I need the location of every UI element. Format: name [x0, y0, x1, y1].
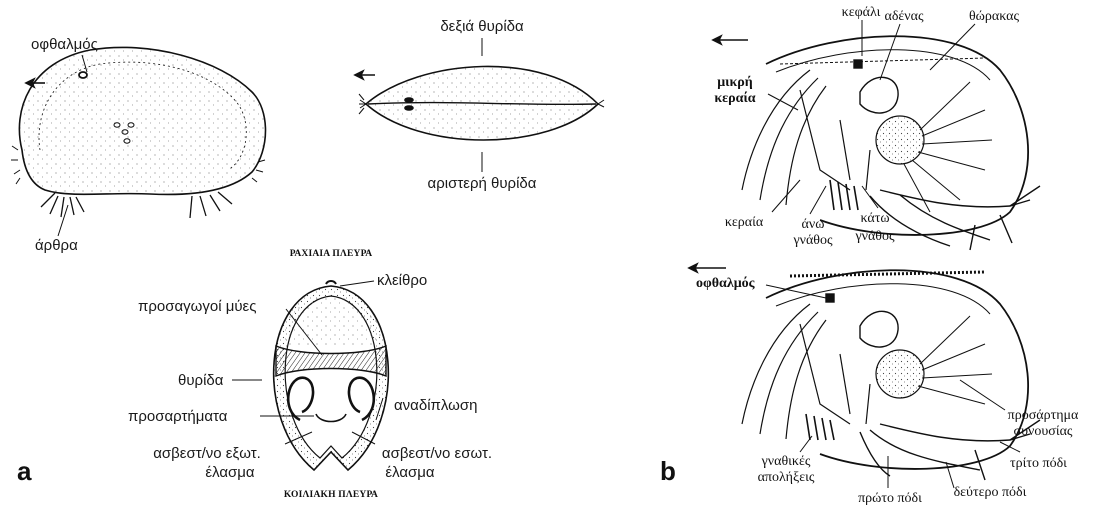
- label-upper-jaw-2: γνάθος: [793, 234, 832, 248]
- label-inner-lamella-1: ασβεστ/νο εσωτ.: [382, 446, 492, 461]
- label-mandibular-1: γναθικές: [762, 455, 811, 469]
- label-lower-jaw-2: γνάθος: [855, 230, 894, 244]
- leader-hinge: [340, 281, 374, 286]
- leader-eye-b: [766, 285, 826, 298]
- lateral-eye-spot: [79, 72, 87, 78]
- lower-eye-mark: [826, 294, 834, 302]
- label-eye-a: οφθαλμός: [31, 37, 98, 52]
- label-thorax: θώρακας: [969, 10, 1019, 24]
- label-second-leg: δεύτερο πόδι: [954, 486, 1027, 500]
- label-hinge: κλείθρο: [377, 273, 427, 288]
- label-inner-lamella-2: έλασμα: [385, 465, 434, 480]
- direction-arrow-b1: [713, 36, 748, 44]
- label-left-valve: αριστερή θυρίδα: [428, 176, 537, 191]
- panel-label-b: b: [660, 456, 676, 487]
- lower-animal-drawing: [742, 270, 1040, 480]
- leader-upper-jaw: [810, 186, 826, 214]
- leader-mandibular: [800, 436, 812, 452]
- label-outer-lamella-1: ασβεστ/νο εξωτ.: [153, 446, 261, 461]
- label-ventral-side: ΚΟΙΛΙΑΚΗ ΠΛΕΥΡΑ: [284, 491, 378, 501]
- label-copulatory-1: προσάρτημα: [1008, 409, 1079, 423]
- label-duplicature: αναδίπλωση: [394, 398, 477, 413]
- upper-animal-drawing: [742, 36, 1040, 250]
- upper-eye-mark: [854, 60, 862, 68]
- leader-joints: [58, 205, 68, 236]
- direction-arrow-a2: [355, 71, 375, 79]
- label-copulatory-2: συνουσίας: [1014, 425, 1073, 439]
- ostracod-top-view: [359, 66, 604, 140]
- label-antenna: κεραία: [725, 216, 763, 230]
- leader-gland: [880, 24, 900, 80]
- leader-copulatory: [960, 380, 1005, 410]
- label-right-valve: δεξιά θυρίδα: [440, 19, 523, 34]
- label-eye-b: οφθαλμός: [696, 277, 755, 291]
- label-valve: θυρίδα: [178, 373, 223, 388]
- panel-label-a: a: [17, 456, 31, 487]
- label-small-antenna-1: μικρή: [717, 76, 753, 90]
- ostracod-lateral-view: [11, 47, 266, 218]
- label-appendages: προσαρτήματα: [128, 409, 227, 424]
- leader-antenna: [772, 180, 800, 212]
- label-mandibular-2: απολήξεις: [758, 471, 815, 485]
- label-third-leg: τρίτο πόδι: [1010, 457, 1067, 471]
- label-upper-jaw-1: άνω: [802, 218, 825, 232]
- label-joints: άρθρα: [35, 238, 78, 253]
- upper-leaders: [768, 20, 975, 214]
- leader-thorax: [930, 24, 975, 70]
- label-lower-jaw-1: κάτω: [860, 212, 889, 226]
- direction-arrow-b2: [689, 264, 726, 272]
- label-head: κεφάλι: [842, 6, 881, 20]
- label-small-antenna-2: κεραία: [714, 92, 755, 106]
- label-adductor-muscles: προσαγωγοί μύες: [138, 299, 256, 314]
- label-gland: αδένας: [884, 10, 923, 24]
- label-outer-lamella-2: έλασμα: [205, 465, 254, 480]
- leader-lower-jaw: [862, 186, 878, 208]
- label-first-leg: πρώτο πόδι: [858, 492, 922, 506]
- label-dorsal-side: ΡΑΧΙΑΙΑ ΠΛΕΥΡΑ: [290, 250, 373, 260]
